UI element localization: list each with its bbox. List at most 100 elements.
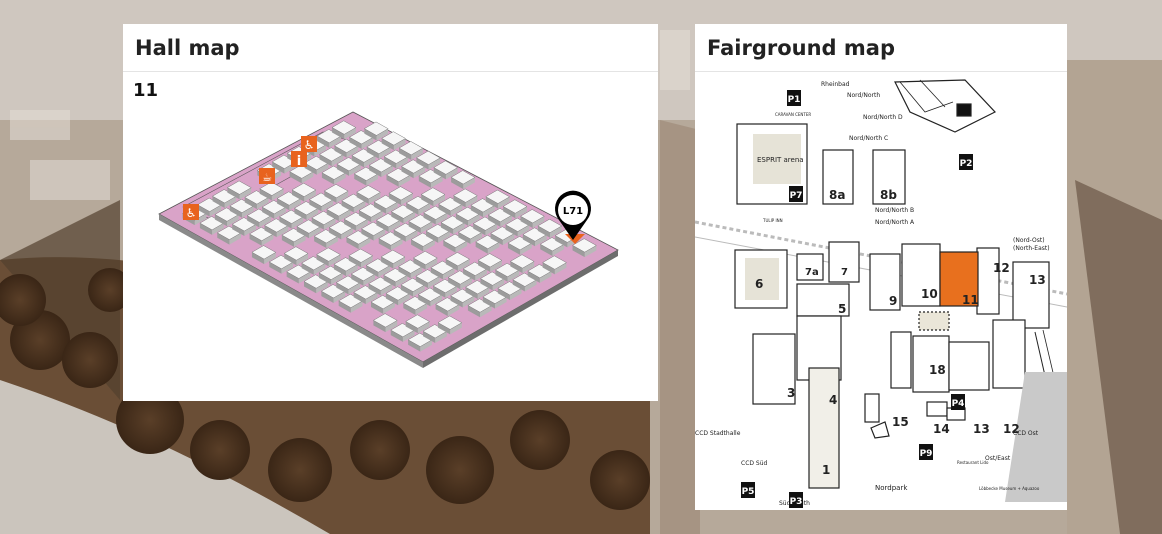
stand-block-side xyxy=(318,272,332,285)
stand-block xyxy=(350,267,376,282)
stand-block-side xyxy=(244,197,257,210)
stand-block xyxy=(308,192,334,207)
stand-block xyxy=(372,313,398,328)
stand-block-side xyxy=(448,277,461,290)
hall-11-highlight[interactable] xyxy=(939,251,979,307)
stand-block-side xyxy=(332,127,345,140)
stand-block-side xyxy=(584,245,597,258)
stand-block-side xyxy=(455,213,469,226)
stand-block xyxy=(485,189,511,204)
stand-block-side xyxy=(492,278,505,291)
stand-block xyxy=(425,224,451,239)
stand-block-side xyxy=(470,205,483,218)
stand-block-side xyxy=(349,164,361,176)
stand-block-side xyxy=(289,198,301,211)
stand-block xyxy=(452,188,478,203)
label-nordpark: Nordpark xyxy=(875,484,908,492)
stand-block-side xyxy=(385,293,399,306)
stand-block xyxy=(572,238,597,253)
stand-block-side xyxy=(378,265,391,278)
stand-block-side xyxy=(494,296,507,309)
hall-map-area[interactable]: 11 ♿ ☕ i xyxy=(123,72,658,401)
stand-block-side xyxy=(296,253,309,266)
stand-block-side xyxy=(304,189,316,202)
stand-block xyxy=(303,274,329,289)
stand-block-side xyxy=(214,214,228,227)
stand-block-side xyxy=(194,213,207,226)
stand-block-side xyxy=(368,192,381,204)
hall-label-18: 18 xyxy=(929,363,946,377)
stand-block xyxy=(283,246,309,261)
label-ccd-ost: CCD Ost xyxy=(1013,430,1039,437)
stand-block-side xyxy=(239,187,252,200)
stand-block-side xyxy=(400,284,414,297)
stand-block-side xyxy=(500,215,513,227)
wheelchair-icon: ♿ xyxy=(301,136,317,152)
stand-block-side xyxy=(430,176,443,188)
stand-block-side xyxy=(502,233,515,246)
stand-block-side xyxy=(517,224,530,237)
hall-label-14: 12 xyxy=(1003,422,1020,436)
stand-block xyxy=(408,214,433,229)
stand-block xyxy=(316,129,342,144)
stand-block xyxy=(432,279,458,294)
fairground-map-area[interactable]: Rheinbad Nord/North Nord/North D Nord/No… xyxy=(694,72,1068,510)
stand-block-side xyxy=(411,148,423,160)
stand-block-side xyxy=(363,274,376,286)
stand-block-side xyxy=(524,279,537,292)
stand-block xyxy=(479,271,505,286)
stand-block-side xyxy=(413,166,426,179)
stand-block-side xyxy=(264,252,276,265)
stand-block-side xyxy=(535,234,547,247)
stand-block-side xyxy=(304,281,317,294)
stand-block-side xyxy=(497,196,510,209)
stand-block-side xyxy=(247,215,260,228)
stand-block-side xyxy=(360,255,373,268)
stand-location-pin[interactable]: L71 xyxy=(555,190,591,244)
stand-block-side xyxy=(336,191,349,203)
stand-block-side xyxy=(329,136,341,148)
stand-block xyxy=(502,199,528,214)
stand-block-side xyxy=(341,227,353,240)
stand-block xyxy=(345,230,371,245)
stand-block-side xyxy=(440,222,454,235)
stand-block-side xyxy=(413,284,425,297)
stand-block-side xyxy=(572,245,585,258)
stand-block xyxy=(328,220,354,235)
stand-block-side xyxy=(426,231,439,243)
stand-block-side xyxy=(463,177,475,190)
stand-block-side xyxy=(321,172,335,185)
stand-block xyxy=(509,254,535,269)
stand-block-side xyxy=(445,259,458,271)
stand-block-side xyxy=(316,281,328,294)
stand-block-side xyxy=(435,304,448,317)
label-nord-north: Nord/North xyxy=(847,92,880,99)
stand-block-side xyxy=(540,244,553,257)
stand-block-side xyxy=(433,167,446,180)
stand-block xyxy=(386,167,411,183)
stand-block-side xyxy=(333,291,346,303)
svg-text:P3: P3 xyxy=(790,497,803,507)
hall-floorplan[interactable]: ♿ ☕ i ♿ L71 xyxy=(123,72,658,401)
stand-block-side xyxy=(393,229,406,242)
stand-block-side xyxy=(349,137,362,150)
stand-block xyxy=(341,193,366,208)
stand-block-side xyxy=(403,211,416,224)
label-restaurant: Restaurant Lido xyxy=(957,460,989,465)
stand-block-side xyxy=(385,320,398,333)
stand-block-side xyxy=(309,199,322,212)
parking-icon-p4: P4 xyxy=(951,394,965,410)
stand-block-side xyxy=(460,277,472,290)
stand-block-side xyxy=(505,224,518,237)
stand-block-side xyxy=(378,238,391,251)
stand-block-side xyxy=(336,164,350,176)
stand-block-side xyxy=(383,302,395,314)
stand-block-side xyxy=(416,157,429,170)
stand-block-side xyxy=(281,262,294,274)
stand-block xyxy=(316,247,341,262)
stand-block xyxy=(353,166,379,181)
hall-label-13: 13 xyxy=(1029,273,1046,287)
fairground-plan[interactable]: Rheinbad Nord/North Nord/North D Nord/No… xyxy=(694,72,1068,510)
stand-block-side xyxy=(549,225,562,238)
hall-map-card: Hall map 11 ♿ ☕ xyxy=(123,24,658,401)
